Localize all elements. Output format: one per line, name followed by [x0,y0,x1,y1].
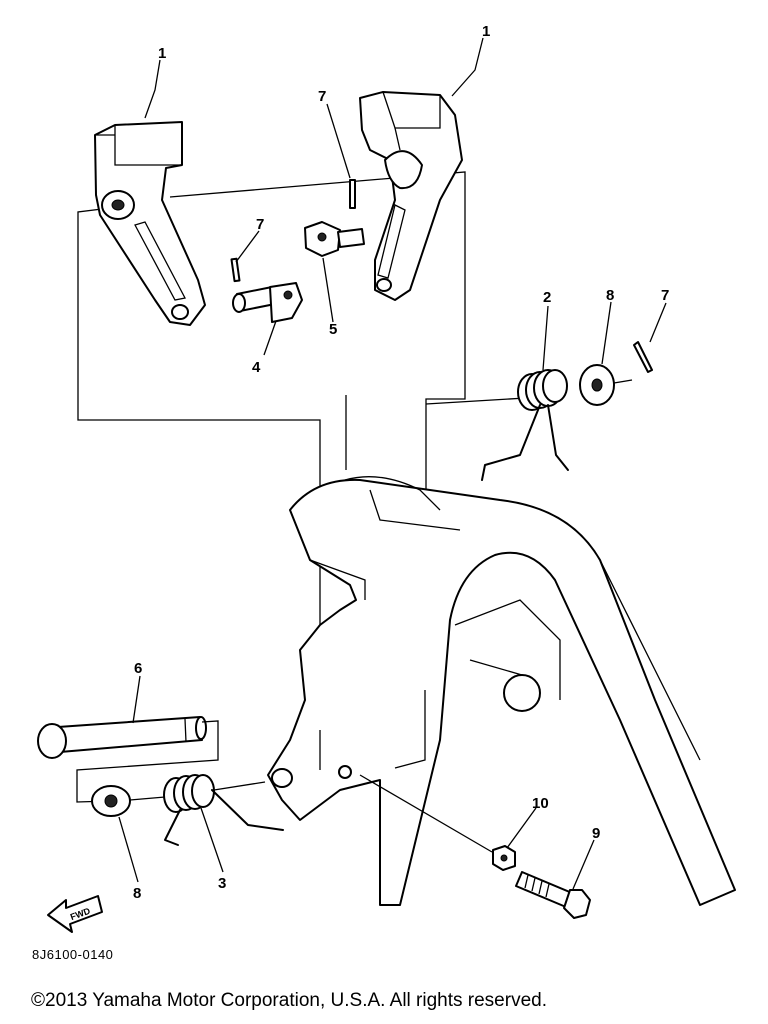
exploded-parts-diagram: FWD 1 1 7 7 7 4 5 2 8 6 8 3 10 9 [37,23,736,933]
leader-lines [118,37,667,890]
part-3-spring [163,774,284,846]
callout-2: 2 [543,289,551,306]
part-1-left-bracket [94,121,206,326]
part-5-clevis [304,221,365,257]
part-2-spring [481,369,569,481]
callout-1-right: 1 [482,23,490,40]
callout-8-bottom: 8 [133,885,141,902]
part-10-nut [492,845,516,871]
callout-9: 9 [592,825,600,842]
callout-8-top: 8 [606,287,614,304]
part-6-long-pin [37,716,219,803]
part-8-washer-bottom [91,785,166,817]
copyright-notice: ©2013 Yamaha Motor Corporation, U.S.A. A… [31,990,547,1011]
main-frame [267,476,736,906]
part-4-clevis [232,282,303,323]
callouts: 1 1 7 7 7 4 5 2 8 6 8 3 10 9 [133,23,669,902]
callout-1-left: 1 [158,45,166,62]
callout-10: 10 [532,795,549,812]
callout-7-left: 7 [256,216,264,233]
pin-7-left [230,257,241,283]
part-8-washer-top [579,364,633,406]
part-9-bolt [515,871,591,919]
callout-4: 4 [252,359,261,376]
bolt-assembly-line [359,774,493,853]
part-1-right-bracket [359,91,463,301]
fwd-arrow-icon: FWD [47,895,103,933]
pin-7-top [349,179,356,209]
drawing-code: 8J6100-0140 [32,947,114,962]
pin-7-right [633,341,653,373]
callout-7-right: 7 [661,287,669,304]
callout-5: 5 [329,321,337,338]
callout-3: 3 [218,875,226,892]
callout-6: 6 [134,660,142,677]
callout-7-top: 7 [318,88,326,105]
